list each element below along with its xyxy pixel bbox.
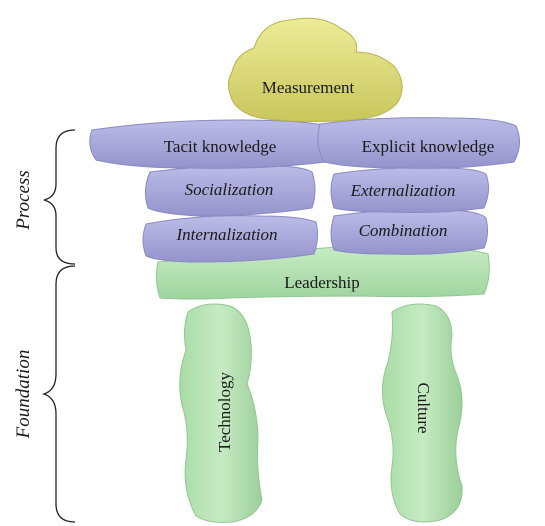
tacit-knowledge-label: Tacit knowledge xyxy=(164,137,277,156)
socialization-label: Socialization xyxy=(185,180,274,199)
internalization-label: Internalization xyxy=(175,225,277,244)
explicit-knowledge-label: Explicit knowledge xyxy=(362,137,495,156)
measurement-label: Measurement xyxy=(262,78,355,97)
foundation-side-label: Foundation xyxy=(13,350,34,440)
left-pillar-stone xyxy=(179,303,263,523)
combination-label: Combination xyxy=(359,221,448,240)
technology-label: Technology xyxy=(215,371,234,452)
culture-label: Culture xyxy=(414,383,433,434)
measurement-stone xyxy=(227,17,403,123)
externalization-label: Externalization xyxy=(350,181,456,200)
leadership-label: Leadership xyxy=(284,273,360,292)
process-side-label: Process xyxy=(13,170,34,230)
process-bracket xyxy=(43,129,76,265)
foundation-bracket xyxy=(41,265,76,523)
right-pillar-stone xyxy=(382,303,463,523)
explicit-knowledge-stone xyxy=(317,117,520,169)
internalization-stone xyxy=(142,215,319,263)
